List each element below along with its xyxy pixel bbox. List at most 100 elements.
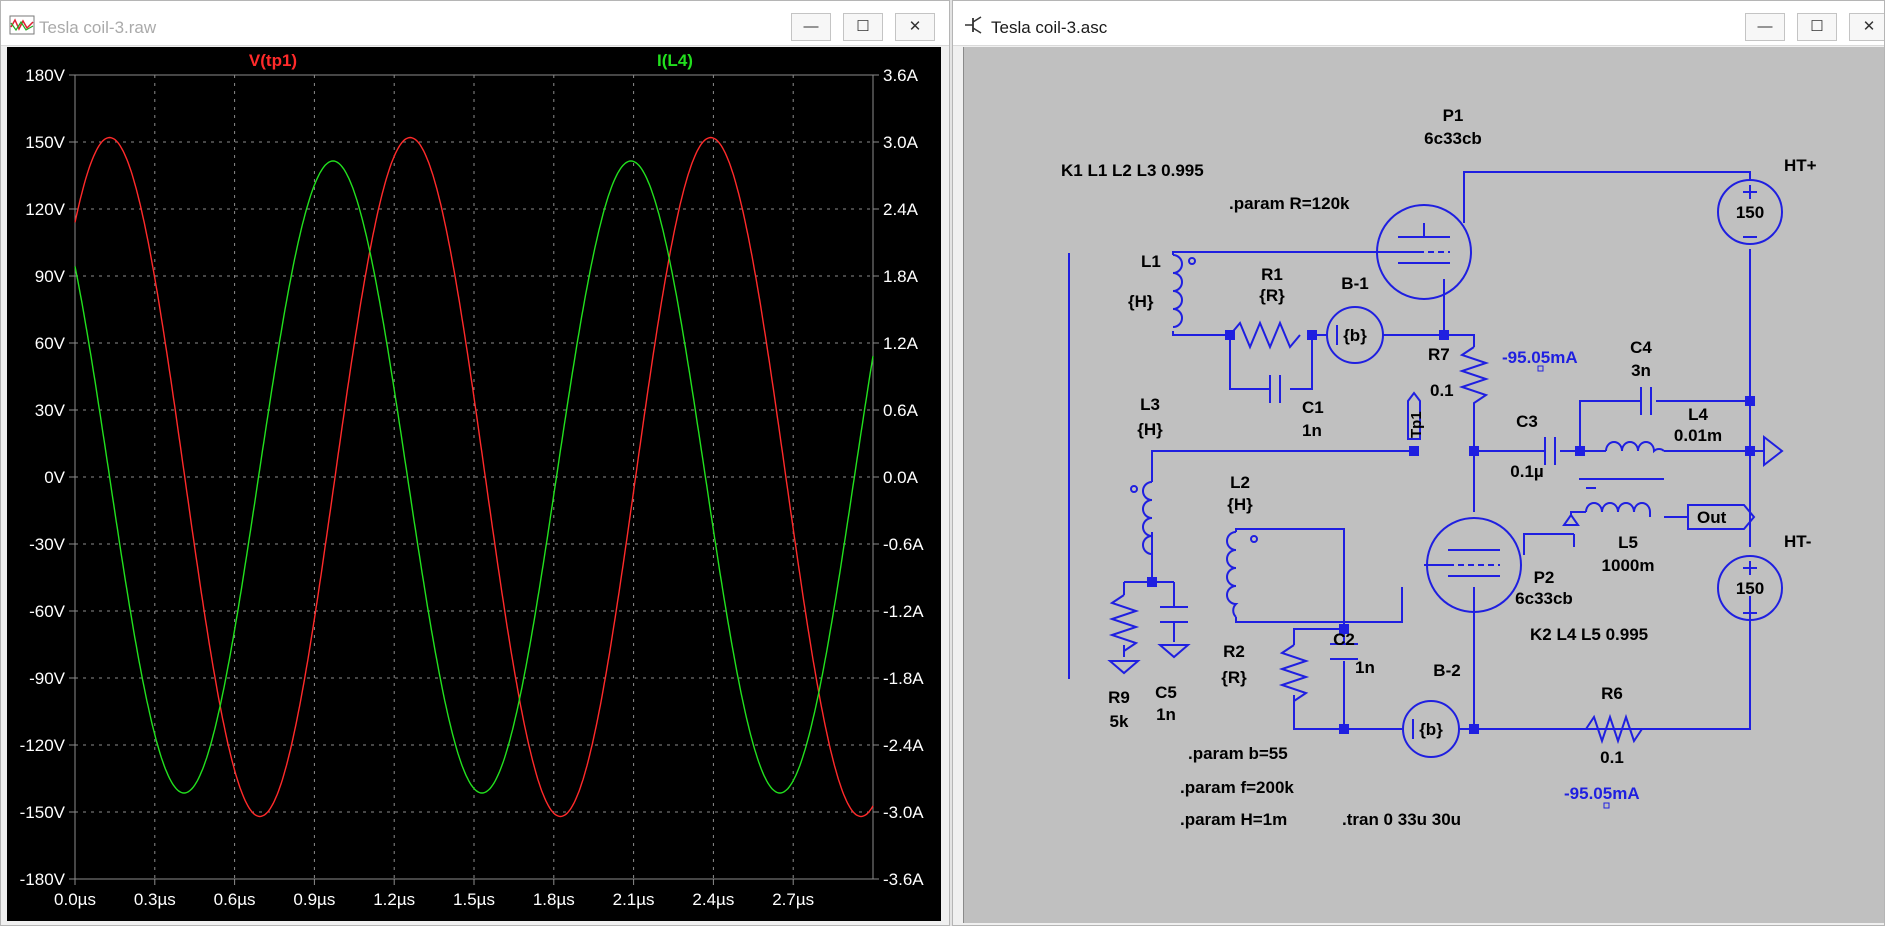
ht-minus-value: 150 (1736, 579, 1764, 598)
l5-name: L5 (1618, 533, 1638, 552)
resistor-r9[interactable] (1108, 594, 1140, 652)
param-f-directive[interactable]: .param f=200k (1180, 778, 1294, 797)
trace-label-vtp1[interactable]: V(tp1) (249, 51, 297, 70)
r6-name: R6 (1601, 684, 1623, 703)
p1-model: 6c33cb (1424, 129, 1482, 148)
y-right-tick-label: -2.4A (883, 736, 924, 755)
close-button[interactable]: ✕ (1849, 13, 1884, 41)
tp1-net-label[interactable]: Tp1 (1407, 391, 1425, 440)
y-left-tick-label: -30V (29, 535, 66, 554)
y-left-tick-label: -60V (29, 602, 66, 621)
inductor-l2[interactable] (1226, 531, 1258, 618)
waveform-window-title: Tesla coil-3.raw (39, 18, 157, 37)
resistor-r7[interactable] (1458, 346, 1490, 415)
schematic-titlebar[interactable]: Tesla coil-3.asc — ☐ ✕ (953, 1, 1884, 46)
y-left-tick-label: -150V (20, 803, 66, 822)
y-right-tick-label: 0.0A (883, 468, 919, 487)
output-port-arrow[interactable] (1763, 434, 1784, 468)
inductor-l4[interactable] (1605, 441, 1665, 454)
x-tick-label: 1.2µs (373, 890, 415, 909)
y-right-tick-label: -1.8A (883, 669, 924, 688)
waveform-titlebar[interactable]: Tesla coil-3.raw — ☐ ✕ (1, 1, 949, 46)
k1-directive[interactable]: K1 L1 L2 L3 0.995 (1061, 161, 1204, 180)
k2-directive[interactable]: K2 L4 L5 0.995 (1530, 625, 1648, 644)
c3-value: 0.1µ (1510, 462, 1543, 481)
c2-name: C2 (1333, 630, 1355, 649)
capacitor-c5[interactable] (1160, 606, 1188, 623)
l3-name: L3 (1140, 395, 1160, 414)
capacitor-c2[interactable] (1330, 643, 1358, 660)
trace-label-il4[interactable]: I(L4) (657, 51, 693, 70)
schematic-window: Tesla coil-3.asc — ☐ ✕ (952, 0, 1885, 926)
trace-vtp1[interactable] (74, 136, 874, 818)
x-tick-label: 1.8µs (533, 890, 575, 909)
param-r-directive[interactable]: .param R=120k (1229, 194, 1350, 213)
trace-il4[interactable] (74, 160, 874, 794)
capacitor-c1[interactable] (1269, 375, 1281, 403)
y-left-tick-label: 30V (35, 401, 66, 420)
y-left-tick-label: 120V (25, 200, 65, 219)
wires (1068, 171, 1764, 730)
c2-value: 1n (1355, 658, 1375, 677)
y-left-tick-label: -180V (20, 870, 66, 889)
y-right-tick-label: -0.6A (883, 535, 924, 554)
maximize-button[interactable]: ☐ (843, 13, 883, 41)
resistor-r1[interactable] (1229, 320, 1301, 350)
x-tick-label: 0.6µs (214, 890, 256, 909)
capacitor-c3[interactable] (1544, 437, 1556, 465)
capacitor-c4[interactable] (1640, 387, 1652, 415)
y-right-tick-label: 0.6A (883, 401, 919, 420)
param-b-directive[interactable]: .param b=55 (1188, 744, 1288, 763)
inductor-l1[interactable] (1172, 254, 1196, 328)
inductor-l3[interactable] (1130, 481, 1153, 555)
r1-value: {R} (1259, 286, 1285, 305)
ground-l5 (1562, 511, 1586, 526)
y-right-tick-label: 3.6A (883, 66, 919, 85)
voltage-source-ht-plus[interactable] (1717, 179, 1783, 245)
c5-value: 1n (1156, 705, 1176, 724)
b1-value: {b} (1343, 326, 1367, 345)
source-b2[interactable] (1402, 700, 1460, 758)
tube-p2[interactable] (1424, 517, 1522, 613)
resistor-r6[interactable] (1585, 713, 1643, 745)
schematic-canvas[interactable]: Tp1 K1 L1 L2 L3 0.995 .param R=120k P1 6… (963, 47, 1884, 923)
close-button[interactable]: ✕ (895, 13, 935, 41)
r2-value: {R} (1221, 668, 1247, 687)
minimize-button[interactable]: — (791, 13, 831, 41)
x-tick-label: 2.7µs (772, 890, 814, 909)
c1-value: 1n (1302, 421, 1322, 440)
b2-name: B-2 (1433, 661, 1460, 680)
param-h-directive[interactable]: .param H=1m (1180, 810, 1287, 829)
ht-plus-value: 150 (1736, 203, 1764, 222)
c1-name: C1 (1302, 398, 1324, 417)
svg-text:Tp1: Tp1 (1408, 411, 1425, 438)
schematic-app-icon (965, 16, 982, 34)
tran-directive[interactable]: .tran 0 33u 30u (1342, 810, 1461, 829)
resistor-r2[interactable] (1278, 644, 1310, 702)
source-b1[interactable] (1326, 306, 1384, 364)
voltage-source-ht-minus[interactable] (1717, 555, 1783, 621)
y-left-tick-label: -120V (20, 736, 66, 755)
l5-value: 1000m (1602, 556, 1655, 575)
x-tick-label: 2.4µs (692, 890, 734, 909)
y-left-tick-label: 60V (35, 334, 66, 353)
y-right-tick-label: -1.2A (883, 602, 924, 621)
out-net-flag[interactable] (1687, 504, 1756, 530)
y-right-tick-label: 1.8A (883, 267, 919, 286)
r6-value: 0.1 (1600, 748, 1624, 767)
y-left-tick-label: 90V (35, 267, 66, 286)
current-probe-r6[interactable]: -95.05mA (1564, 784, 1640, 803)
maximize-button[interactable]: ☐ (1797, 13, 1837, 41)
out-flag-label[interactable]: Out (1697, 508, 1727, 527)
x-tick-label: 0.3µs (134, 890, 176, 909)
l2-name: L2 (1230, 473, 1250, 492)
schematic-window-title: Tesla coil-3.asc (991, 18, 1108, 37)
current-probe-r7[interactable]: -95.05mA (1502, 348, 1578, 367)
x-tick-label: 0.9µs (293, 890, 335, 909)
tube-p1[interactable] (1376, 204, 1472, 300)
minimize-button[interactable]: — (1745, 13, 1785, 41)
inductor-l5[interactable] (1585, 502, 1651, 517)
